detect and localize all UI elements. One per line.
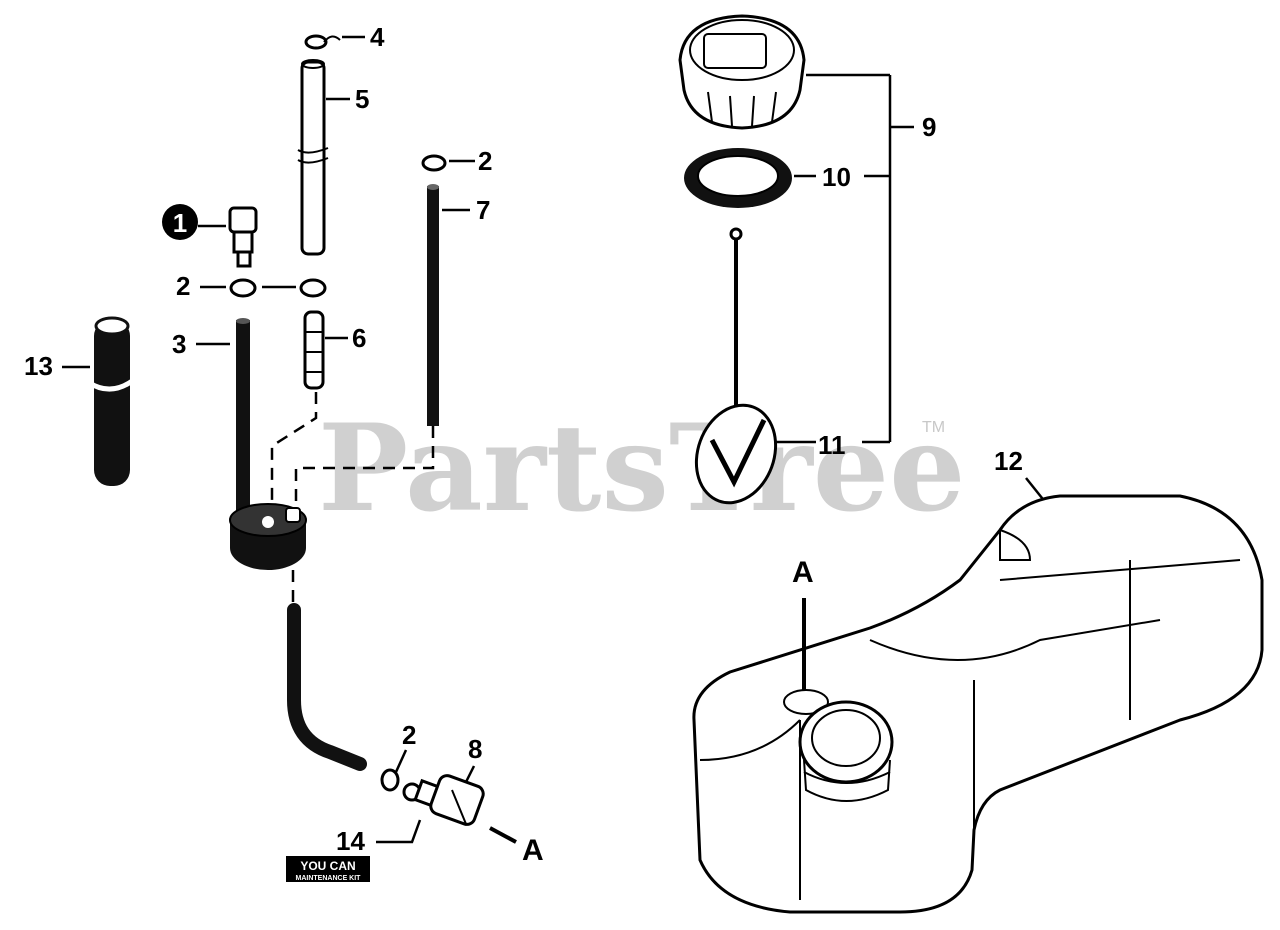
callout-2-bottom: 2 [402, 720, 416, 750]
callout-A-filter: A [522, 834, 544, 867]
part-2-oring-bottom[interactable] [380, 768, 400, 792]
part-8-fuel-filter[interactable] [402, 773, 485, 826]
part-grommet[interactable] [229, 503, 307, 570]
part-fuel-line-bent[interactable] [287, 603, 367, 771]
svg-text:MAINTENANCE KIT: MAINTENANCE KIT [296, 875, 362, 882]
callout-3: 3 [172, 329, 186, 359]
callout-9: 9 [922, 112, 936, 142]
callout-12: 12 [994, 446, 1023, 476]
leader-14 [376, 819, 422, 844]
svg-text:YOU CAN: YOU CAN [300, 859, 355, 873]
part-3-pickup-tube[interactable] [236, 318, 250, 520]
watermark-tm: TM [922, 419, 945, 436]
part-1-fitting[interactable] [228, 206, 258, 268]
callout-7: 7 [476, 195, 490, 225]
part-11-tether[interactable] [683, 227, 789, 514]
part-9-fuel-cap[interactable] [678, 14, 806, 130]
part-2-oring-left[interactable] [229, 278, 257, 298]
arrow-A-filter [489, 826, 517, 844]
part-10-gasket[interactable] [684, 148, 792, 208]
callout-A-tank: A [792, 556, 814, 589]
callout-4: 4 [370, 22, 385, 52]
part-6-connector[interactable] [303, 310, 325, 390]
callout-1-marker [162, 204, 198, 240]
callout-13: 13 [24, 351, 53, 381]
you-can-maintenance-kit-badge: YOU CAN MAINTENANCE KIT [286, 856, 370, 882]
callout-1: 1 [173, 208, 187, 238]
assembly-line-6 [270, 392, 318, 512]
part-7-breather-tube[interactable] [427, 184, 439, 426]
callout-2-left: 2 [176, 271, 190, 301]
part-5-tube[interactable] [297, 59, 329, 256]
assembly-line-7 [294, 426, 435, 508]
part-13-fuel-line[interactable] [86, 316, 138, 486]
callout-6: 6 [352, 323, 366, 353]
callout-11: 11 [818, 430, 846, 460]
part-2-oring-top[interactable] [421, 154, 447, 172]
callout-2-top: 2 [478, 146, 492, 176]
watermark: PartsTree [318, 398, 965, 539]
callout-14: 14 [336, 826, 365, 856]
part-2-oring-right[interactable] [299, 278, 327, 298]
callout-5: 5 [355, 84, 369, 114]
callout-10: 10 [822, 162, 851, 192]
callout-8: 8 [468, 734, 482, 764]
leader-2-bottom [394, 749, 408, 773]
part-12-fuel-tank[interactable] [692, 494, 1264, 914]
part-4-clip[interactable] [304, 34, 341, 50]
